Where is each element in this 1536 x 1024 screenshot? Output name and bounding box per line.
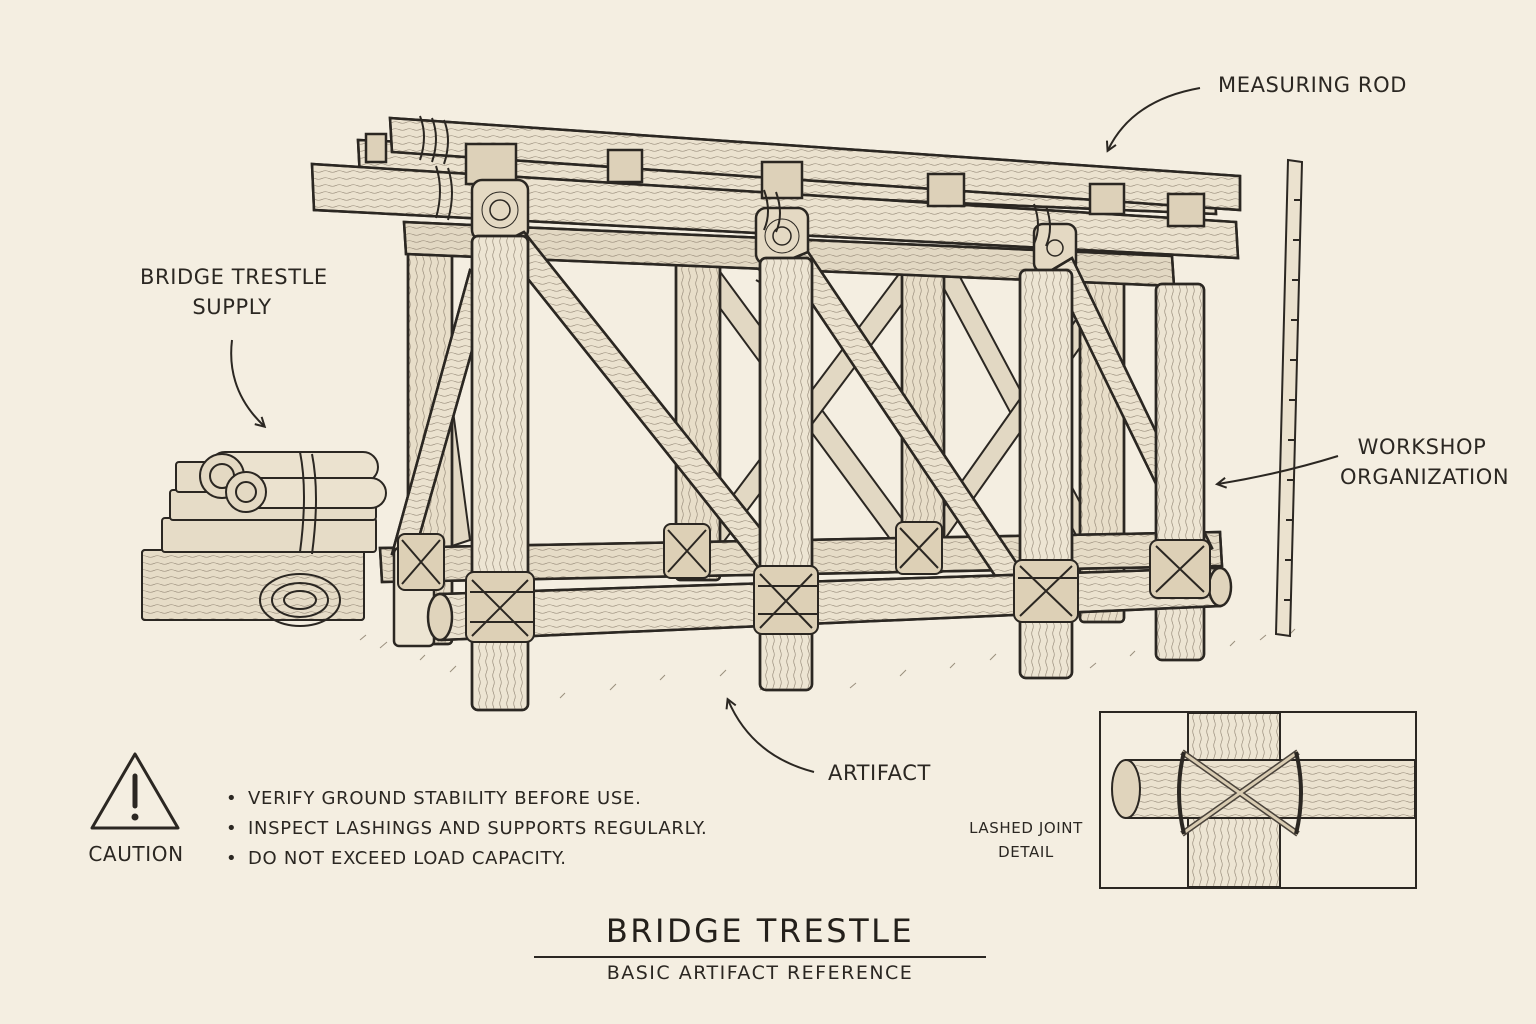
callout-workshop-line2: ORGANIZATION xyxy=(1340,465,1510,489)
front-braces xyxy=(390,230,1214,604)
callout-artifact: ARTIFACT xyxy=(828,761,931,785)
measuring-rod xyxy=(1274,158,1304,638)
inset-label-line1: LASHED JOINT xyxy=(969,819,1083,837)
supply-pile xyxy=(141,451,387,627)
inset-label: LASHED JOINT DETAIL xyxy=(966,816,1086,864)
inset-label-line2: DETAIL xyxy=(998,843,1054,861)
callout-workshop-line1: WORKSHOP xyxy=(1357,435,1487,459)
caution-note: INSPECT LASHINGS AND SUPPORTS REGULARLY. xyxy=(226,814,707,844)
diagram-title: BRIDGE TRESTLE xyxy=(605,912,915,950)
callout-measuring-rod: MEASURING ROD xyxy=(1218,73,1407,97)
callout-supply-line2: SUPPLY xyxy=(192,295,272,319)
caution-note: DO NOT EXCEED LOAD CAPACITY. xyxy=(226,844,707,874)
callout-bridge-trestle-supply: BRIDGE TRESTLE SUPPLY xyxy=(140,262,328,322)
title-divider xyxy=(534,956,986,958)
caution-triangle-icon xyxy=(90,752,180,830)
callout-workshop-organization: WORKSHOP ORGANIZATION xyxy=(1340,432,1510,492)
lashed-joint-inset xyxy=(1099,711,1417,889)
callout-supply-line1: BRIDGE TRESTLE xyxy=(140,265,328,289)
bottom-lashings xyxy=(397,521,1211,643)
top-deck xyxy=(310,116,1242,288)
caution-note: VERIFY GROUND STABILITY BEFORE USE. xyxy=(226,784,707,814)
diagram-subtitle: BASIC ARTIFACT REFERENCE xyxy=(606,962,914,984)
callout-arrows xyxy=(230,87,1339,773)
caution-notes-list: VERIFY GROUND STABILITY BEFORE USE. INSP… xyxy=(226,784,707,874)
caution-label: CAUTION xyxy=(88,842,184,866)
